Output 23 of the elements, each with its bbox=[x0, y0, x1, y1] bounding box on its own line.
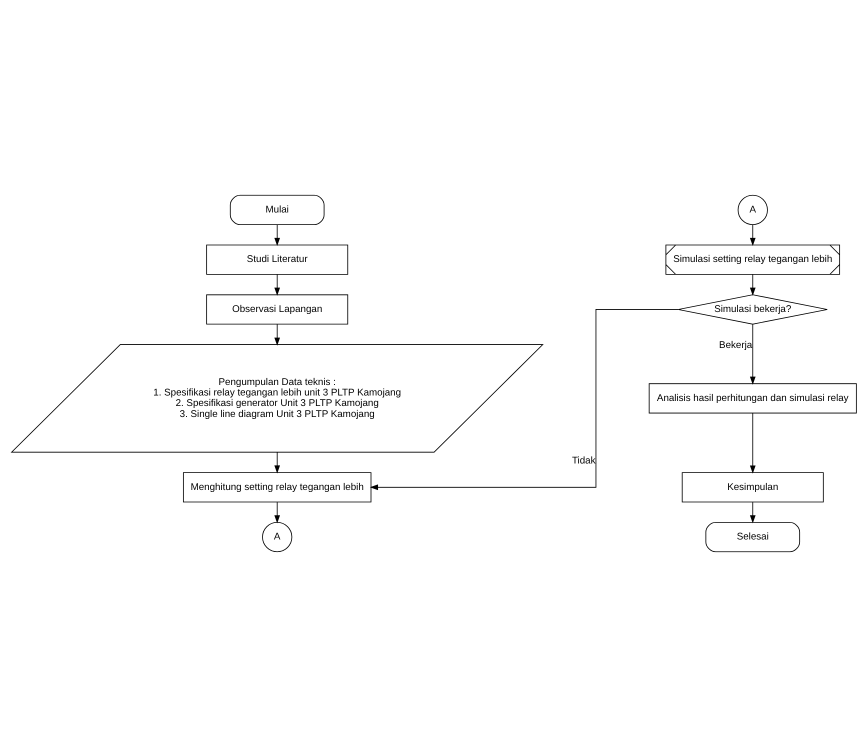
node-box: Menghitung setting relay tegangan lebih bbox=[182, 472, 372, 502]
edge-label: Bekerja bbox=[719, 340, 752, 350]
arrow bbox=[750, 501, 756, 523]
node-box: Selesai bbox=[705, 521, 800, 552]
arrow bbox=[274, 324, 280, 346]
node-box: Mulai bbox=[230, 194, 324, 225]
node-diamond: Simulasi bekerja? bbox=[678, 294, 828, 324]
node-box: Analisis hasil perhitungan dan simulasi relay bbox=[648, 382, 857, 413]
arrow bbox=[274, 501, 280, 523]
arrow bbox=[274, 274, 280, 296]
node-box: Kesimpulan bbox=[682, 472, 824, 502]
edge-label: Tidak bbox=[572, 455, 596, 466]
arrow bbox=[274, 224, 280, 246]
arrow bbox=[750, 224, 756, 246]
arrow bbox=[750, 412, 756, 474]
arrow bbox=[750, 324, 756, 384]
node-circle: A bbox=[262, 521, 292, 552]
arrow bbox=[750, 274, 756, 296]
node-circle: A bbox=[738, 194, 768, 225]
node-box: Studi Literatur bbox=[206, 244, 348, 274]
arrow bbox=[274, 452, 280, 474]
node-box: Observasi Lapangan bbox=[206, 294, 348, 324]
arrow bbox=[370, 308, 679, 490]
